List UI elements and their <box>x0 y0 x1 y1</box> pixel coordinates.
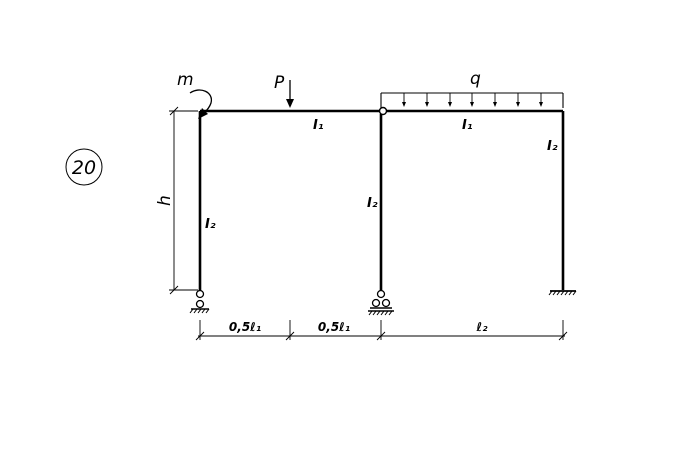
left-pin-support <box>189 289 210 314</box>
distributed-load-label: q <box>470 69 481 89</box>
moment-arrowhead-icon <box>198 108 208 119</box>
middle-hinge <box>378 106 388 116</box>
moment-label: m <box>177 70 194 90</box>
problem-number-circle <box>65 148 103 186</box>
problem-number: 20 <box>72 157 96 179</box>
middle-roller-support <box>368 289 394 316</box>
dim-seg2-label: 0,5ℓ₁ <box>318 320 350 334</box>
dim-seg1-label: 0,5ℓ₁ <box>229 320 261 334</box>
point-load-arrow-icon <box>286 99 294 108</box>
right-fixed-support <box>548 290 577 296</box>
height-dimension <box>169 106 198 295</box>
frame-members <box>198 109 565 290</box>
dim-seg3-label: ℓ₂ <box>476 320 489 334</box>
span-dimensions <box>195 320 568 341</box>
stiffness-beam-right: I₁ <box>462 118 473 133</box>
point-load: P <box>274 73 294 108</box>
stiffness-col-left: I₂ <box>205 217 216 232</box>
height-label: h <box>155 195 175 206</box>
problem-number-badge: 20 <box>65 148 103 186</box>
distributed-load: q <box>380 69 564 108</box>
point-load-label: P <box>274 73 285 93</box>
stiffness-col-middle: I₂ <box>367 196 378 211</box>
stiffness-beam-left: I₁ <box>313 118 324 133</box>
moment-load: m <box>177 70 213 119</box>
stiffness-col-right: I₂ <box>547 139 558 154</box>
